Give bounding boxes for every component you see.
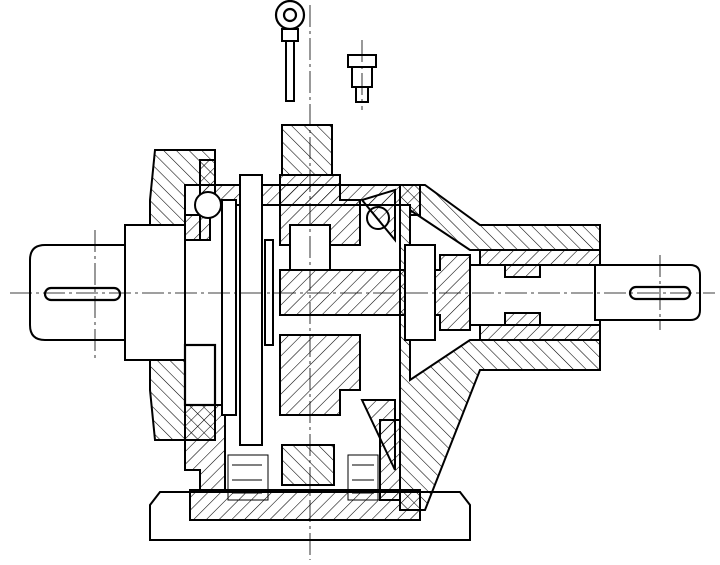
- upper-gear: [281, 124, 333, 176]
- housing-bottom: [189, 489, 421, 521]
- output-sleeve: [469, 264, 601, 326]
- bearing-left-lower: [183, 343, 217, 407]
- oil-level: [227, 454, 379, 501]
- left-flange-top: [149, 149, 216, 241]
- needle-bearing: [504, 264, 541, 278]
- disc: [264, 239, 274, 346]
- bearing-ball: [194, 191, 222, 219]
- disc: [221, 199, 237, 416]
- eyebolt-icon: [274, 0, 306, 102]
- lower-carrier: [279, 334, 361, 416]
- lower-gear: [281, 444, 335, 486]
- input-keyway: [43, 286, 122, 302]
- disc: [239, 174, 263, 446]
- housing-lower-left: [184, 404, 226, 491]
- output-shaft: [594, 264, 701, 321]
- input-hub: [124, 224, 186, 361]
- housing-right-lower: [379, 419, 401, 501]
- needle-bearing: [504, 312, 541, 326]
- input-shaft: [29, 244, 151, 341]
- right-cover: [399, 184, 601, 511]
- shaft-bearing: [404, 244, 436, 341]
